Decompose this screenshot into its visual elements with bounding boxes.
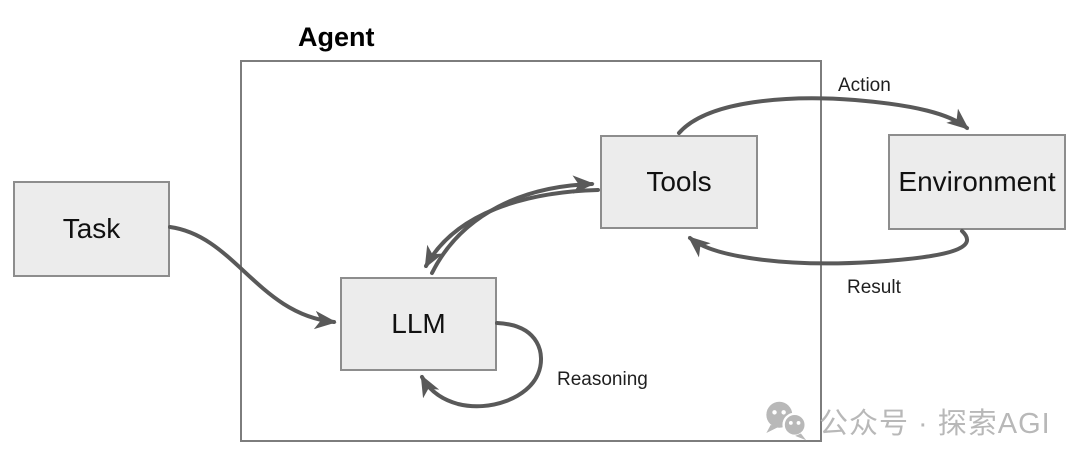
agent-container-title: Agent [298,22,375,52]
node-llm: LLM [340,277,497,371]
node-tools-label: Tools [646,166,712,197]
node-environment-label: Environment [898,166,1056,197]
watermark-text: 公众号 · 探索AGI [819,408,1051,440]
edge-label-result: Result [847,277,901,298]
edge-label-action: Action [838,75,891,96]
watermark: 公众号 · 探索AGI [763,400,1051,442]
wechat-icon [766,401,807,441]
node-task-label: Task [62,213,121,244]
node-environment: Environment [888,134,1066,230]
node-tools: Tools [600,135,758,229]
node-llm-label: LLM [391,308,446,339]
agent-boundary-box [240,60,822,442]
edge-label-reasoning: Reasoning [557,369,648,390]
node-task: Task [13,181,170,277]
